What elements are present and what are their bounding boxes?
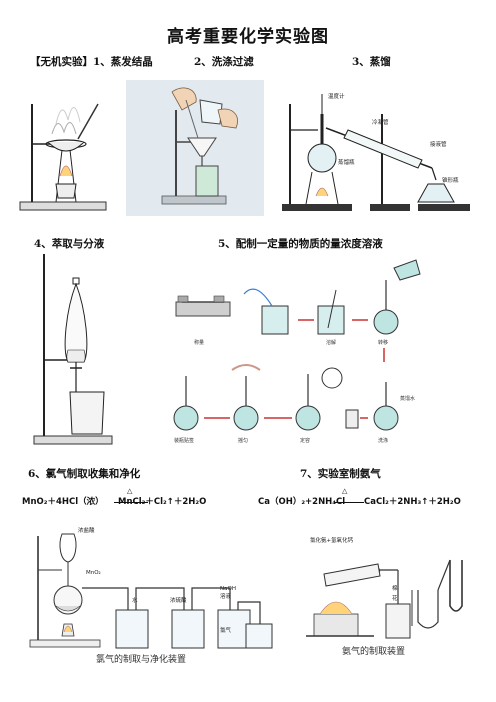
gas-label: 氯气 [220,626,232,634]
equation-7-line [334,502,364,503]
exp5-label: 5、配制一定量的物质的量浓度溶液 [218,238,383,250]
separatory-funnel-figure [30,250,120,446]
hcl-label: 浓盐酸 [78,526,95,534]
equation-7-left: Ca（OH）₂+2NH₄Cl [258,497,346,507]
ammonia-caption: 氨气的制取装置 [342,645,405,657]
side-label-water: 蒸馏水 [400,395,415,402]
exp7-label: 7、实验室制氨气 [300,468,381,480]
thermometer-label: 温度计 [328,92,345,100]
ammonia-apparatus-figure: 氯化氨+氢氧化钙 棉 花 氨气的制取装置 [300,530,480,658]
equation-7-right: CaCl₂＋2NH₃↑＋2H₂O [364,497,461,507]
receiver-label: 锥形瓶 [442,176,459,184]
step-dissolve: 溶解 [326,339,336,346]
step-wash: 洗涤 [378,437,388,444]
evaporation-figure [18,84,110,214]
equation-7-heat: △ [342,487,348,495]
h2so4-label: 浓硫酸 [170,596,187,604]
naoh-label-line1: NaOH [220,586,236,592]
condenser-label: 冷凝管 [372,118,389,126]
step-label-bottle: 装瓶贴签 [174,437,194,444]
exp1-label: 【无机实验】1、蒸发结晶 [30,56,153,68]
solution-preparation-figure: 称量 溶解 转移 蒸馏水 洗涤 定容 摇匀 装瓶贴签 [168,250,444,448]
mno2-label: MnO₂ [86,570,101,576]
chlorine-apparatus-figure: 浓盐酸 MnO₂ 水 浓硫酸 NaOH 溶液 氯气 氯气的制取与净化装置 [24,516,274,664]
cotton-label-line2: 花 [392,594,398,602]
water-label: 水 [132,596,138,604]
step-fix-volume: 定容 [300,437,310,444]
equation-6-left: MnO₂＋4HCl（浓） [22,497,104,507]
chlorine-caption: 氯气的制取与净化装置 [96,653,186,664]
exp4-label: 4、萃取与分液 [34,238,105,250]
step-transfer: 转移 [378,339,388,346]
equation-6-right: MnCl₂＋Cl₂↑＋2H₂O [118,497,207,507]
filtration-figure [126,80,264,216]
exp3-label: 3、蒸馏 [352,56,391,68]
step-weigh: 称量 [194,339,204,346]
distillation-figure: 温度计 冷凝管 蒸馏瓶 接液管 锥形瓶 [282,84,470,212]
cotton-label-line1: 棉 [392,584,398,592]
equation-6-line [114,502,148,503]
step-shake: 摇匀 [238,437,248,444]
flask-label: 蒸馏瓶 [338,158,355,166]
page-title: 高考重要化学实验图 [167,27,329,47]
exp6-label: 6、氯气制取收集和净化 [28,468,141,480]
exp2-label: 2、洗涤过滤 [194,56,254,68]
adapter-label: 接液管 [430,140,447,148]
equation-6-heat: △ [127,487,133,495]
naoh-label-line2: 溶液 [220,592,232,600]
ammonia-reagent-label: 氯化氨+氢氧化钙 [310,536,354,544]
